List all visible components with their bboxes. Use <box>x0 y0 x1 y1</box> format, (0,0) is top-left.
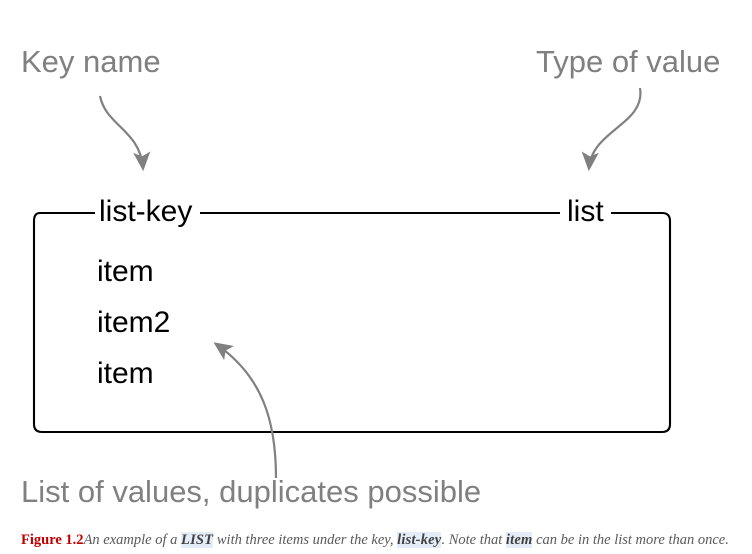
arrow-type-of-value <box>581 87 642 172</box>
list-container-outline <box>32 211 672 434</box>
caption-figure-number: Figure 1.2 <box>21 532 84 548</box>
figure-caption: Figure 1.2An example of a LIST with thre… <box>21 531 741 549</box>
arrow-key-name <box>98 95 151 172</box>
list-type-label: list <box>560 197 611 227</box>
annotation-key-name: Key name <box>21 44 161 79</box>
caption-text-4: can be in the list more than once. <box>532 532 729 548</box>
caption-text-1: An example of a <box>83 532 182 548</box>
caption-text-3: . Note that <box>441 532 506 548</box>
list-item: item <box>97 357 154 390</box>
caption-code-list: LIST <box>181 532 214 548</box>
arrow-list-of-values <box>213 342 278 479</box>
annotation-list-of-values: List of values, duplicates possible <box>21 474 482 509</box>
annotation-type-of-value: Type of value <box>536 44 721 79</box>
list-key-label: list-key <box>95 197 201 227</box>
caption-code-list-key: list-key <box>397 532 442 548</box>
list-item: item2 <box>97 306 171 339</box>
caption-text-2: with three items under the key, <box>213 532 398 548</box>
caption-code-item: item <box>505 532 533 548</box>
list-item: item <box>97 255 154 288</box>
